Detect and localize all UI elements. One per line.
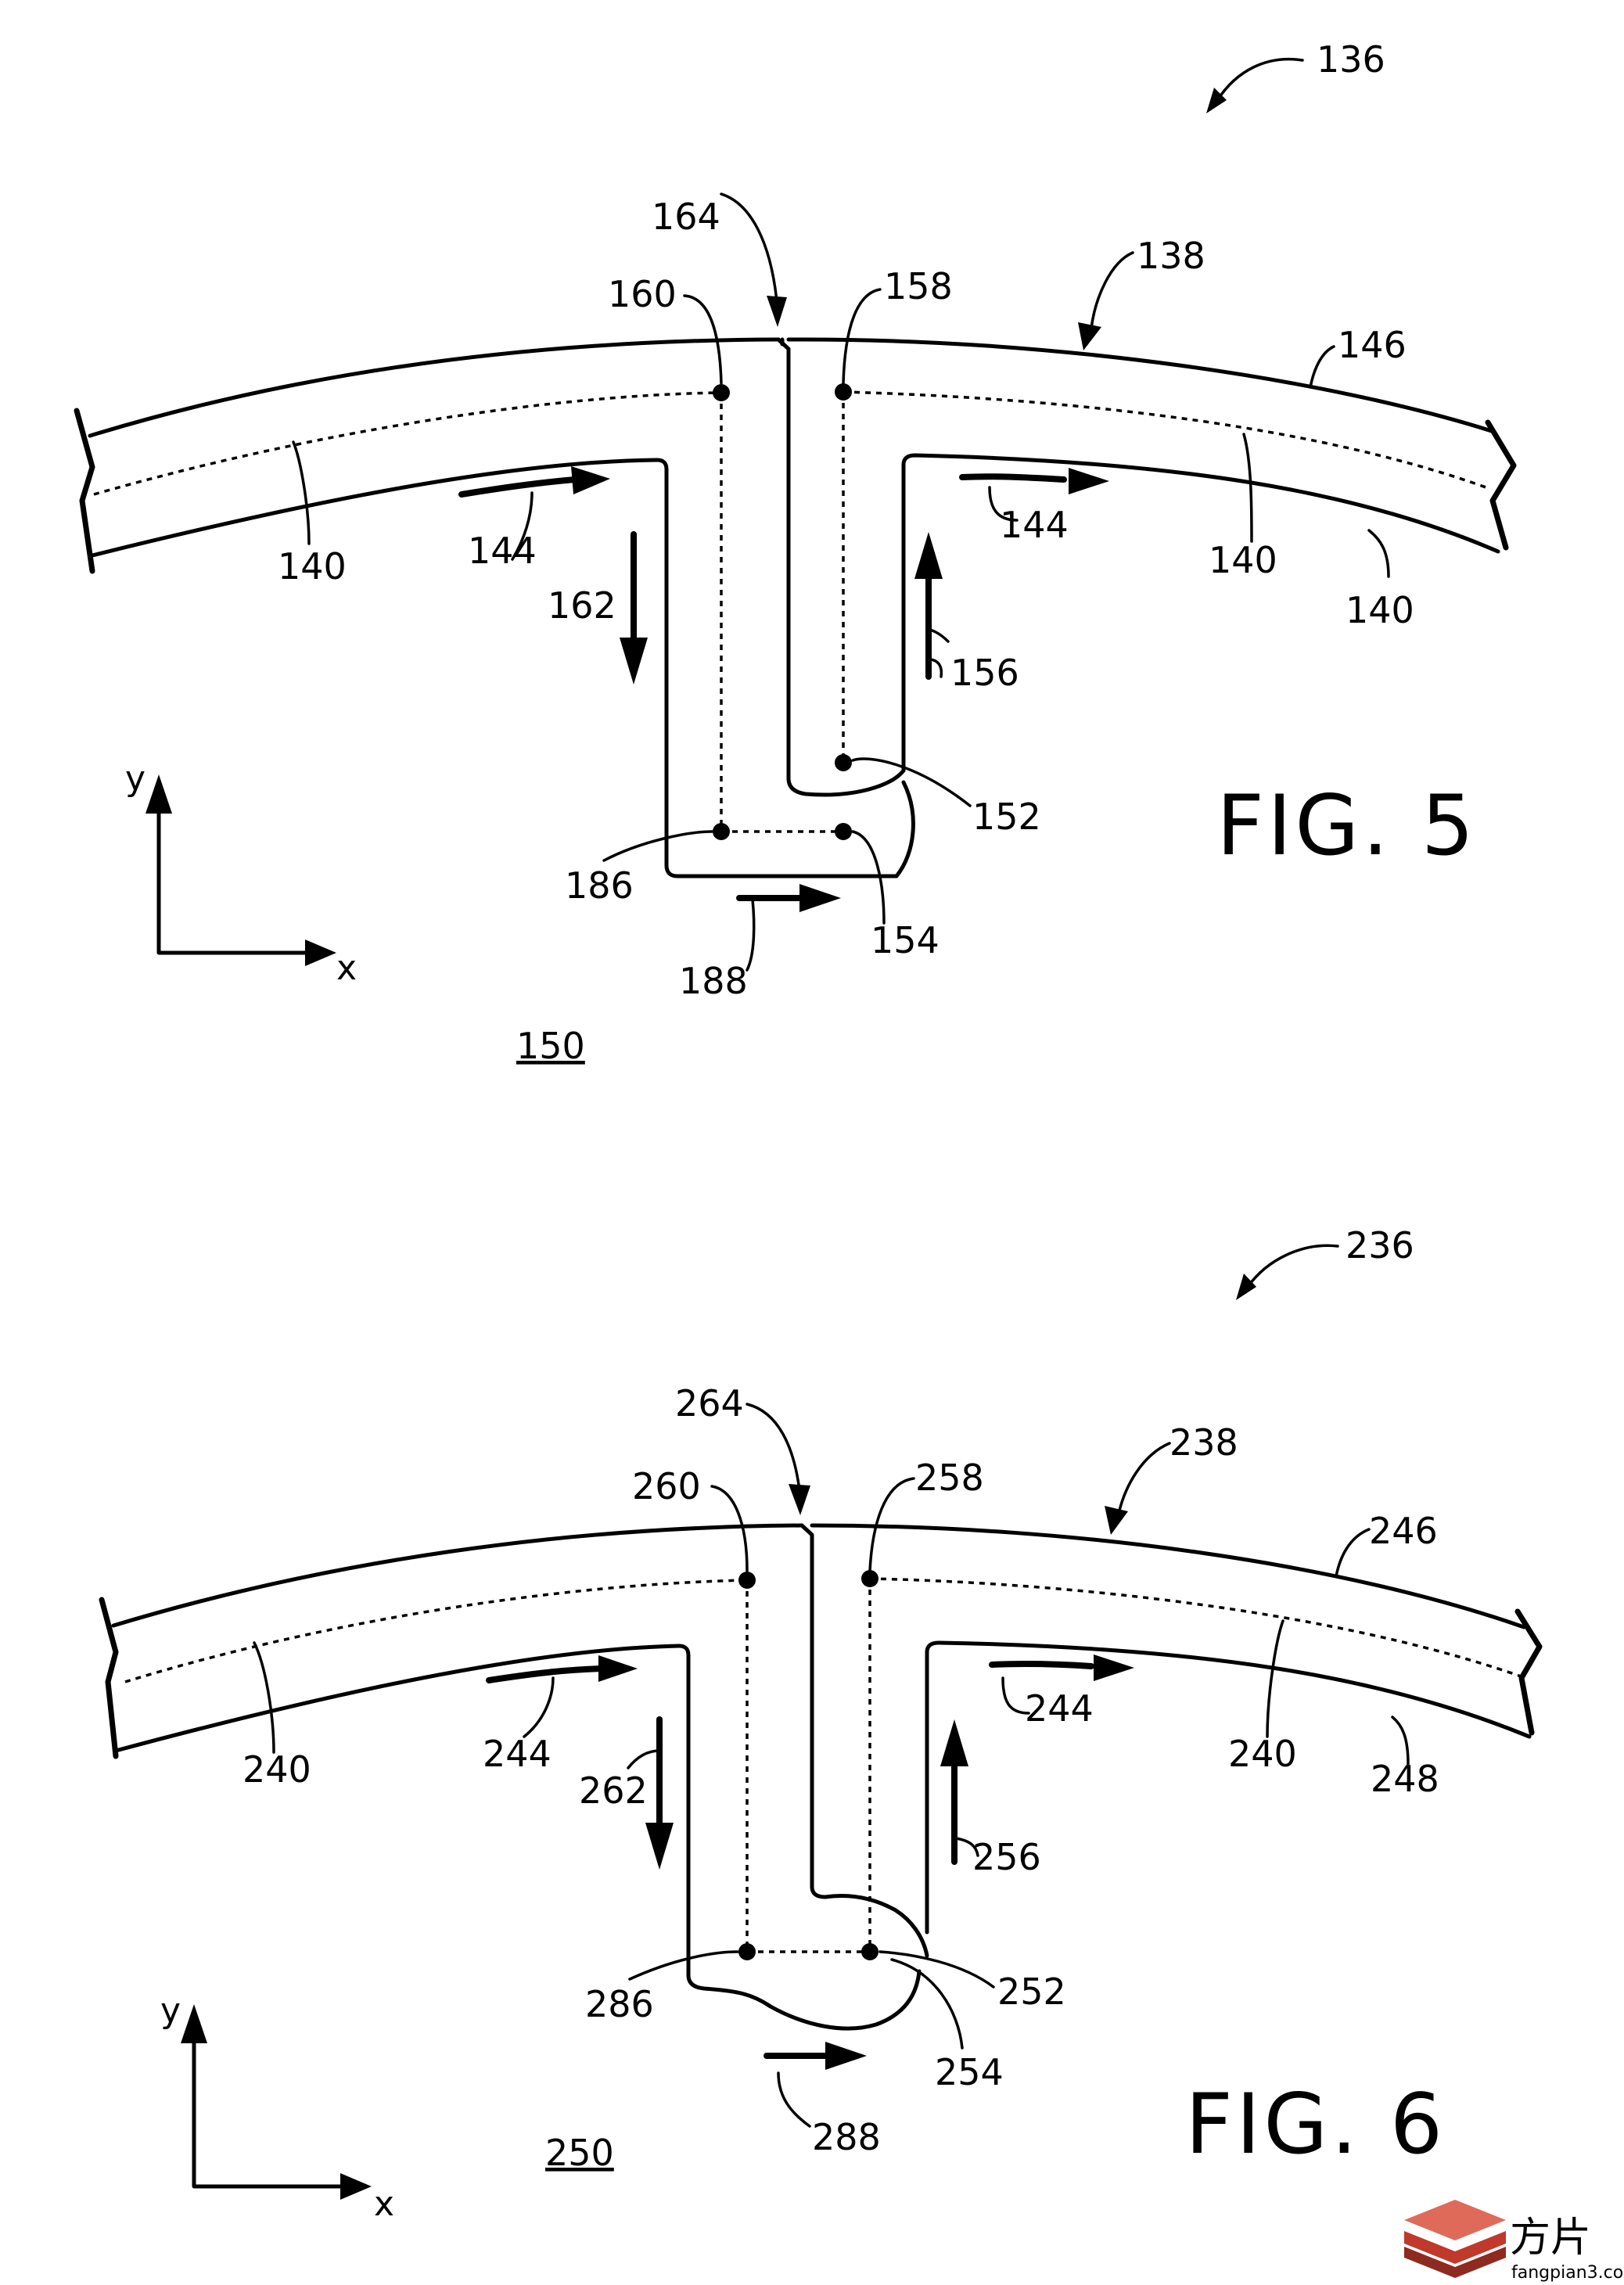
- figure-5: 136: [74, 38, 1517, 1067]
- fig6-leaders: [253, 1403, 1410, 2128]
- fig5-body-outline: [74, 337, 1517, 878]
- fig5-y-label: y: [125, 759, 146, 799]
- watermark-brand: 方片: [1510, 2215, 1591, 2262]
- ref-158: 158: [884, 265, 953, 307]
- ref-146: 146: [1338, 324, 1407, 366]
- fig6-axes: y x: [160, 1991, 394, 2224]
- ref-286: 286: [585, 1983, 654, 2025]
- fig5-node-160: [713, 384, 730, 401]
- fig5-node-158: [835, 383, 852, 401]
- fig6-node-286: [738, 1943, 756, 1960]
- fig5-node-186: [713, 823, 730, 840]
- fig5-flow-arrows: [458, 466, 1109, 912]
- ref-150: 150: [516, 1025, 585, 1067]
- fig6-caption: FIG. 6: [1185, 2076, 1446, 2172]
- ref-164: 164: [652, 196, 720, 238]
- fig6-centerlines: [124, 1577, 1526, 1953]
- fig5-x-label: x: [336, 948, 357, 988]
- fig6-y-label: y: [160, 1991, 181, 2031]
- ref-240-left: 240: [243, 1748, 311, 1791]
- fig6-flow-arrows: [486, 1654, 1134, 2070]
- ref-188: 188: [679, 960, 748, 1002]
- ref-154: 154: [871, 919, 940, 961]
- ref-288: 288: [812, 2116, 881, 2158]
- ref-156: 156: [950, 652, 1019, 694]
- ref-140b: 140: [1346, 589, 1414, 631]
- ref-236: 236: [1346, 1224, 1414, 1266]
- fig5-leaders: [292, 192, 1390, 972]
- ref-152: 152: [972, 796, 1041, 838]
- fig5-axes: y x: [125, 759, 357, 988]
- watermark-logo-icon: [1404, 2200, 1506, 2278]
- ref-252: 252: [997, 1971, 1066, 2013]
- ref-186: 186: [565, 864, 634, 907]
- fig5-caption: FIG. 5: [1216, 778, 1477, 874]
- ref-244-right: 244: [1025, 1687, 1094, 1730]
- watermark-url: fangpian3.com: [1511, 2263, 1624, 2283]
- fig6-node-252: [861, 1943, 878, 1960]
- fig5-node-152: [835, 754, 852, 771]
- ref-254: 254: [935, 2051, 1004, 2093]
- ref-162: 162: [548, 584, 616, 627]
- ref-264: 264: [675, 1382, 744, 1425]
- ref-256: 256: [972, 1836, 1041, 1878]
- ref-144-right: 144: [1000, 504, 1069, 546]
- ref-140-right: 140: [1209, 539, 1277, 581]
- ref-260: 260: [632, 1465, 701, 1507]
- ref-138: 138: [1137, 235, 1205, 277]
- ref-246: 246: [1369, 1510, 1438, 1552]
- fig6-body-outline: [99, 1523, 1543, 2031]
- ref-248: 248: [1371, 1758, 1439, 1800]
- ref-160: 160: [608, 273, 677, 315]
- fig5-node-154: [835, 823, 852, 840]
- ref-250: 250: [545, 2132, 614, 2174]
- fig6-node-258: [861, 1570, 878, 1587]
- watermark: 方片 fangpian3.com: [1404, 2200, 1624, 2283]
- ref-144-left: 144: [468, 530, 537, 572]
- ref-258: 258: [915, 1457, 984, 1499]
- ref-240-right: 240: [1228, 1733, 1297, 1775]
- figure-6: 236: [99, 1224, 1543, 2224]
- ref-140-left: 140: [278, 545, 347, 587]
- fig6-x-label: x: [374, 2184, 394, 2224]
- ref-262: 262: [579, 1769, 648, 1812]
- ref-136: 136: [1317, 38, 1385, 81]
- fig6-node-260: [738, 1572, 756, 1589]
- fig5-centerlines: [93, 390, 1491, 833]
- ref-244-left: 244: [483, 1733, 552, 1775]
- ref-238: 238: [1169, 1421, 1238, 1464]
